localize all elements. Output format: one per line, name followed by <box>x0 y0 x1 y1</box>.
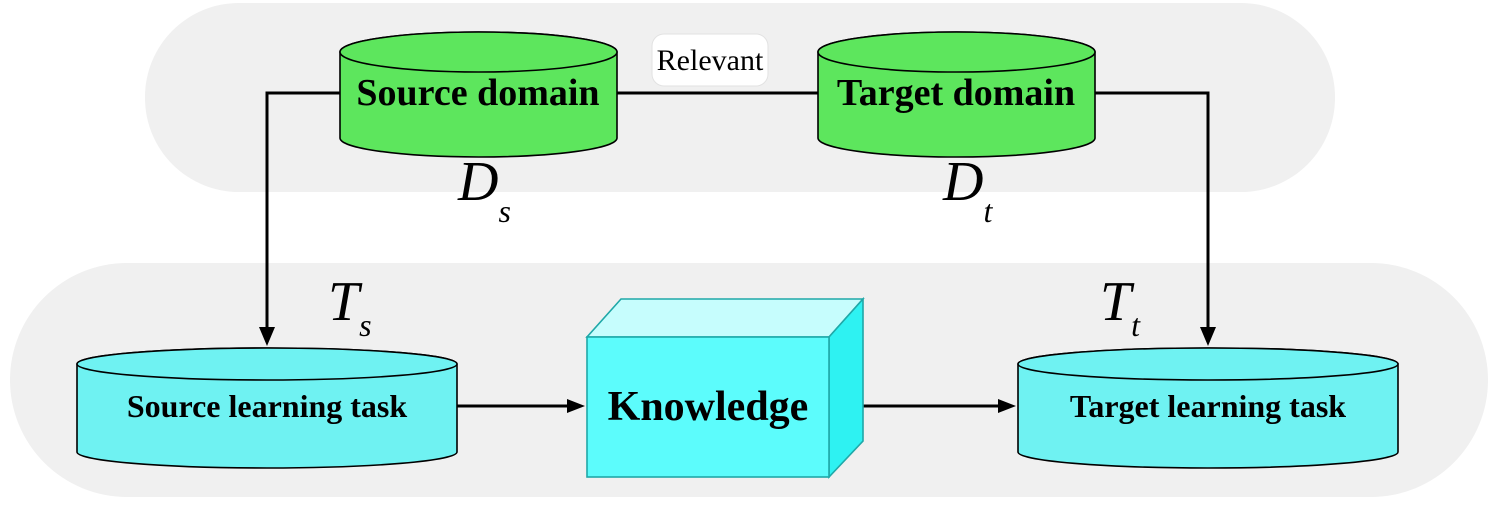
domains-band <box>145 3 1335 192</box>
target-domain-symbol: Dt <box>942 151 993 229</box>
relevant-label: Relevant <box>657 44 764 77</box>
arrow-right-icon <box>998 399 1016 413</box>
target-task-symbol: Tt <box>1100 271 1141 343</box>
relevant-callout: Relevant <box>651 33 769 87</box>
arrow-down-icon <box>1200 327 1216 346</box>
source-domain-label: Source domain <box>356 72 599 114</box>
source-domain-node: Source domain <box>339 31 618 158</box>
source-task-node: Source learning task <box>76 347 458 469</box>
target-domain-cylinder-top <box>817 31 1096 73</box>
target-domain-label: Target domain <box>837 72 1075 114</box>
knowledge-label: Knowledge <box>608 384 809 430</box>
source-task-label: Source learning task <box>127 388 408 424</box>
relevant-box <box>651 33 769 87</box>
target-domain-to-task-edge <box>1095 91 1210 330</box>
source-task-cylinder-top <box>76 347 458 381</box>
source-domain-cylinder-top <box>339 31 618 73</box>
arrow-down-icon <box>259 327 275 346</box>
knowledge-node: Knowledge <box>585 296 865 480</box>
arrow-right-icon <box>567 399 585 413</box>
knowledge-box-top <box>585 298 865 338</box>
target-task-node: Target learning task <box>1017 347 1399 469</box>
source-task-symbol: Ts <box>328 271 372 343</box>
source-domain-symbol: Ds <box>457 151 511 229</box>
target-task-label: Target learning task <box>1070 388 1346 424</box>
source-domain-to-task-edge <box>265 91 340 330</box>
knowledge-box-front <box>586 336 830 478</box>
target-domain-node: Target domain <box>817 31 1096 158</box>
target-task-cylinder-top <box>1017 347 1399 381</box>
